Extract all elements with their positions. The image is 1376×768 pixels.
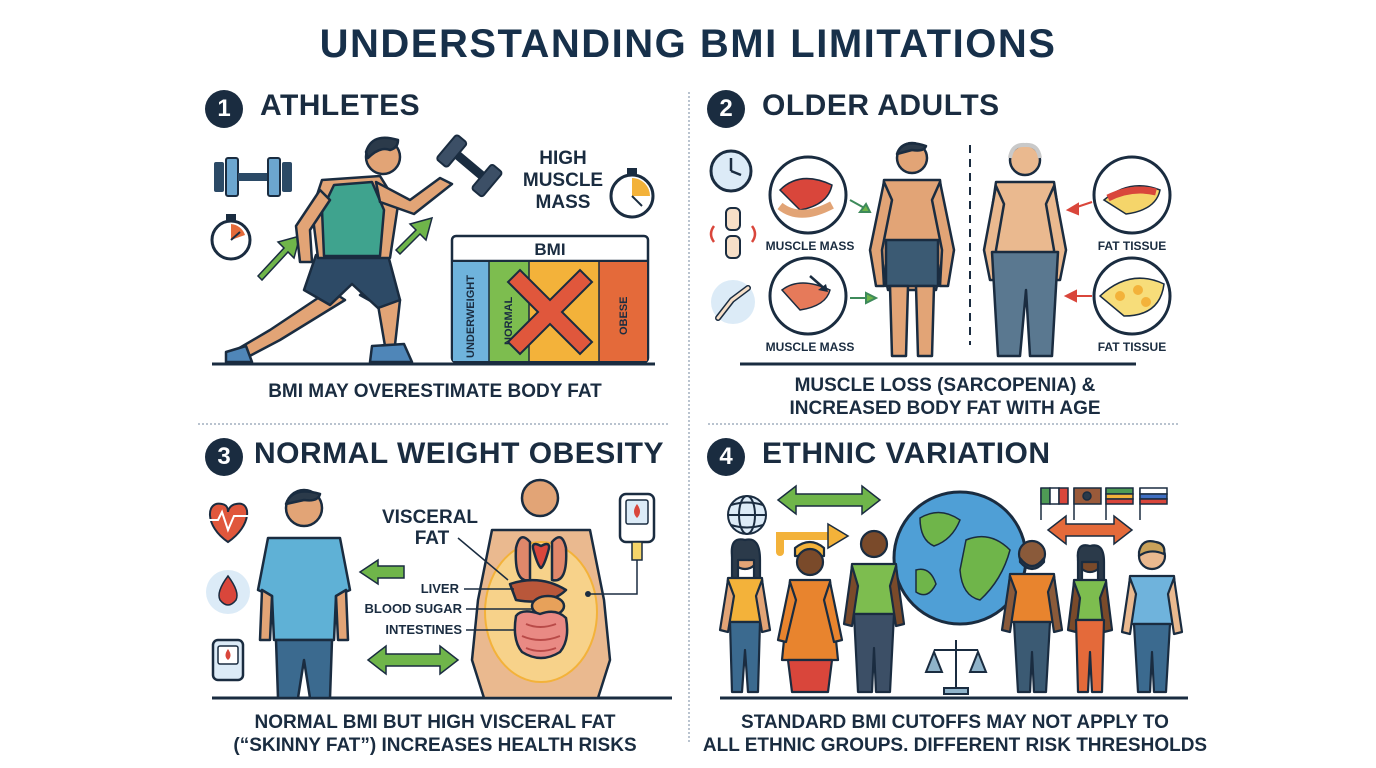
label-muscle-mass: MUSCLE MASS	[766, 239, 855, 253]
panel-heading: ATHLETES	[260, 89, 421, 122]
knee-joint-icon	[711, 280, 755, 324]
heart-rate-icon	[206, 502, 250, 544]
older-adults-illustration: MUSCLE MASS MUSCLE MASS	[709, 141, 1172, 366]
normal-weight-obesity-illustration: VISCERAL FAT LIVER BLOOD SUGAR INTESTINE…	[206, 478, 672, 700]
panel-older-adults: 2 OLDER ADULTS	[700, 89, 1190, 420]
panel-heading: OLDER ADULTS	[762, 89, 1000, 122]
caption-line: (“SKINNY FAT”) INCREASES HEALTH RISKS	[233, 735, 637, 756]
label-intestines: INTESTINES	[385, 622, 462, 637]
person-figure	[1000, 539, 1064, 694]
bmi-label-normal: NORMAL	[503, 296, 515, 345]
panel-number-badge: 1	[205, 90, 243, 128]
globe-icon	[892, 490, 1028, 626]
label-fat-tissue: FAT TISSUE	[1098, 340, 1166, 354]
bmi-band-obese	[599, 262, 647, 361]
glucose-meter-icon	[211, 638, 245, 682]
blood-drop-icon	[206, 570, 250, 614]
panel-caption: STANDARD BMI CUTOFFS MAY NOT APPLY TO AL…	[700, 711, 1210, 757]
label-blood-sugar: BLOOD SUGAR	[365, 601, 463, 616]
panel-heading: ETHNIC VARIATION	[762, 437, 1051, 470]
panel-heading: NORMAL WEIGHT OBESITY	[254, 437, 664, 470]
label-muscle: MUSCLE	[523, 170, 603, 191]
person-figure	[1120, 540, 1184, 694]
bmi-label-obese: OBESE	[618, 296, 630, 335]
panel-normal-weight-obesity: 3 NORMAL WEIGHT OBESITY	[190, 437, 680, 757]
muscle-mass-detail	[768, 155, 848, 336]
caption-line: NORMAL BMI BUT HIGH VISCERAL FAT	[254, 712, 616, 733]
older-adult-figure	[982, 142, 1068, 358]
young-adult-figure	[868, 141, 956, 358]
horizontal-divider-right	[708, 423, 1178, 425]
knee-joint-icon	[709, 207, 757, 259]
caption-line: STANDARD BMI CUTOFFS MAY NOT APPLY TO	[741, 712, 1169, 733]
label-mass: MASS	[536, 192, 591, 213]
dumbbell-icon	[214, 157, 292, 197]
caption-line: INCREASED BODY FAT WITH AGE	[789, 398, 1101, 419]
vertical-divider	[688, 92, 690, 742]
horizontal-divider-left	[198, 423, 668, 425]
athletes-illustration: HIGH MUSCLE MASS BMI UNDERWEIGHT NORMAL …	[210, 134, 655, 366]
torso-organs-figure	[470, 478, 612, 700]
panel-caption: NORMAL BMI BUT HIGH VISCERAL FAT (“SKINN…	[190, 711, 680, 757]
person-figure	[776, 540, 844, 694]
stopwatch-icon	[609, 168, 655, 219]
dumbbell-icon	[436, 134, 503, 198]
fat-tissue-detail	[1092, 155, 1172, 336]
bmi-band-underweight	[453, 262, 489, 361]
person-figure	[842, 529, 906, 694]
caption-line: ALL ETHNIC GROUPS. DIFFERENT RISK THRESH…	[702, 735, 1208, 756]
person-figure	[1066, 544, 1114, 694]
people-group	[718, 529, 1184, 694]
page-title: UNDERSTANDING BMI LIMITATIONS	[319, 22, 1057, 66]
panel-athletes: 1 ATHLETES	[0, 0, 688, 423]
person-figure	[718, 538, 772, 694]
clock-icon	[709, 149, 753, 193]
bmi-chart: BMI UNDERWEIGHT NORMAL OBESE	[450, 234, 650, 364]
flag-icon	[1040, 487, 1168, 520]
normal-weight-figure	[256, 488, 352, 700]
label-visceral: VISCERAL	[382, 507, 478, 528]
label-fat-tissue: FAT TISSUE	[1098, 239, 1166, 253]
caption-line: BMI MAY OVERESTIMATE BODY FAT	[268, 381, 602, 402]
label-liver: LIVER	[421, 581, 460, 596]
globe-icon	[727, 495, 767, 535]
panel-caption: BMI MAY OVERESTIMATE BODY FAT	[190, 380, 680, 403]
panel-caption: MUSCLE LOSS (SARCOPENIA) & INCREASED BOD…	[700, 374, 1190, 420]
label-muscle-mass: MUSCLE MASS	[766, 340, 855, 354]
bmi-label-underweight: UNDERWEIGHT	[465, 275, 477, 358]
label-high: HIGH	[539, 148, 587, 169]
panel-number-badge: 2	[707, 90, 745, 128]
glucose-meter-icon	[585, 492, 656, 597]
bmi-header: BMI	[534, 240, 565, 259]
panel-number-badge: 3	[205, 438, 243, 476]
athlete-figure	[224, 136, 454, 364]
panel-number-badge: 4	[707, 438, 745, 476]
caption-line: MUSCLE LOSS (SARCOPENIA) &	[794, 375, 1096, 396]
stopwatch-icon	[210, 214, 252, 261]
balance-scale-icon	[924, 640, 988, 695]
cross-mark-icon	[506, 268, 594, 356]
label-fat: FAT	[415, 528, 450, 549]
